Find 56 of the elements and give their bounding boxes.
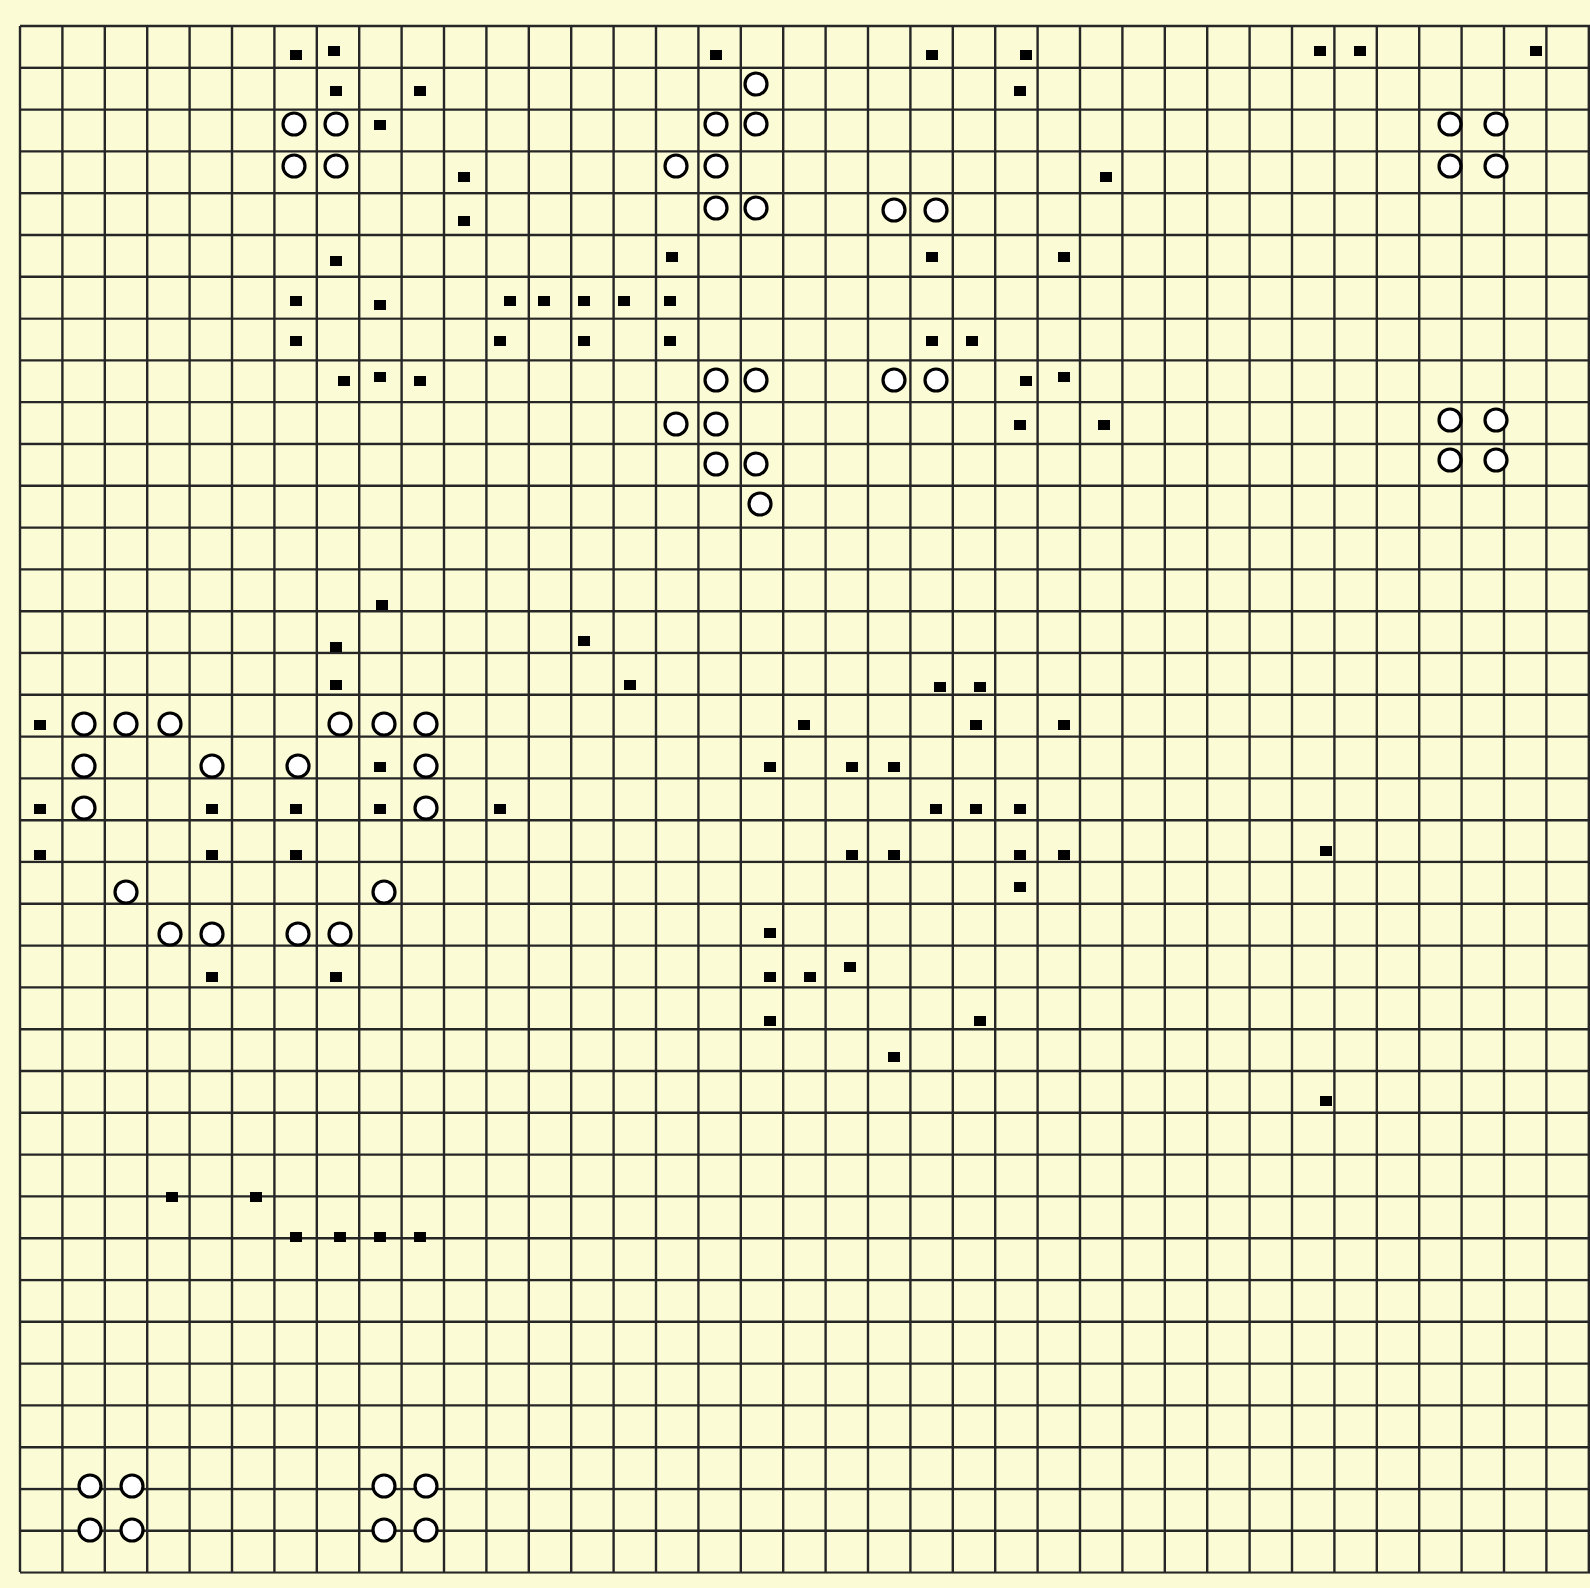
circle-mark — [413, 1473, 439, 1499]
circle-mark — [113, 711, 139, 737]
circle-mark — [923, 367, 949, 393]
circle-mark — [323, 111, 349, 137]
circle-mark — [703, 111, 729, 137]
circle-mark — [743, 367, 769, 393]
circle-mark — [1437, 153, 1463, 179]
circle-mark — [281, 153, 307, 179]
circle-mark — [157, 711, 183, 737]
circle-mark — [743, 451, 769, 477]
circle-mark — [743, 111, 769, 137]
circle-mark — [413, 753, 439, 779]
circle-mark — [119, 1517, 145, 1543]
circle-mark — [663, 153, 689, 179]
circle-mark — [743, 195, 769, 221]
circle-mark — [923, 197, 949, 223]
circle-mark — [703, 411, 729, 437]
circle-mark — [77, 1517, 103, 1543]
circle-mark — [371, 1517, 397, 1543]
circle-mark — [663, 411, 689, 437]
circle-mark — [703, 451, 729, 477]
circle-mark — [371, 1473, 397, 1499]
circle-mark — [703, 153, 729, 179]
circle-mark — [199, 921, 225, 947]
circle-mark — [881, 367, 907, 393]
circle-mark — [413, 1517, 439, 1543]
circle-mark — [1437, 447, 1463, 473]
circle-mark — [327, 921, 353, 947]
circle-mark — [119, 1473, 145, 1499]
circle-mark — [881, 197, 907, 223]
circle-mark — [71, 753, 97, 779]
circle-mark — [1483, 447, 1509, 473]
circle-mark — [157, 921, 183, 947]
circle-mark — [371, 879, 397, 905]
circle-mark — [703, 195, 729, 221]
circle-mark — [371, 711, 397, 737]
circle-mark — [77, 1473, 103, 1499]
circle-mark — [743, 71, 769, 97]
circle-mark — [1483, 111, 1509, 137]
circle-mark — [1437, 407, 1463, 433]
circle-mark — [327, 711, 353, 737]
circle-mark — [285, 753, 311, 779]
circle-mark — [413, 795, 439, 821]
circle-mark — [71, 711, 97, 737]
circle-mark — [285, 921, 311, 947]
circle-mark — [113, 879, 139, 905]
circle-mark — [1483, 153, 1509, 179]
circle-mark — [199, 753, 225, 779]
circle-mark — [1483, 407, 1509, 433]
circle-mark — [1437, 111, 1463, 137]
circle-mark — [281, 111, 307, 137]
circle-mark — [71, 795, 97, 821]
circle-mark — [323, 153, 349, 179]
circle-mark — [413, 711, 439, 737]
circle-mark — [703, 367, 729, 393]
circle-mark — [747, 491, 773, 517]
